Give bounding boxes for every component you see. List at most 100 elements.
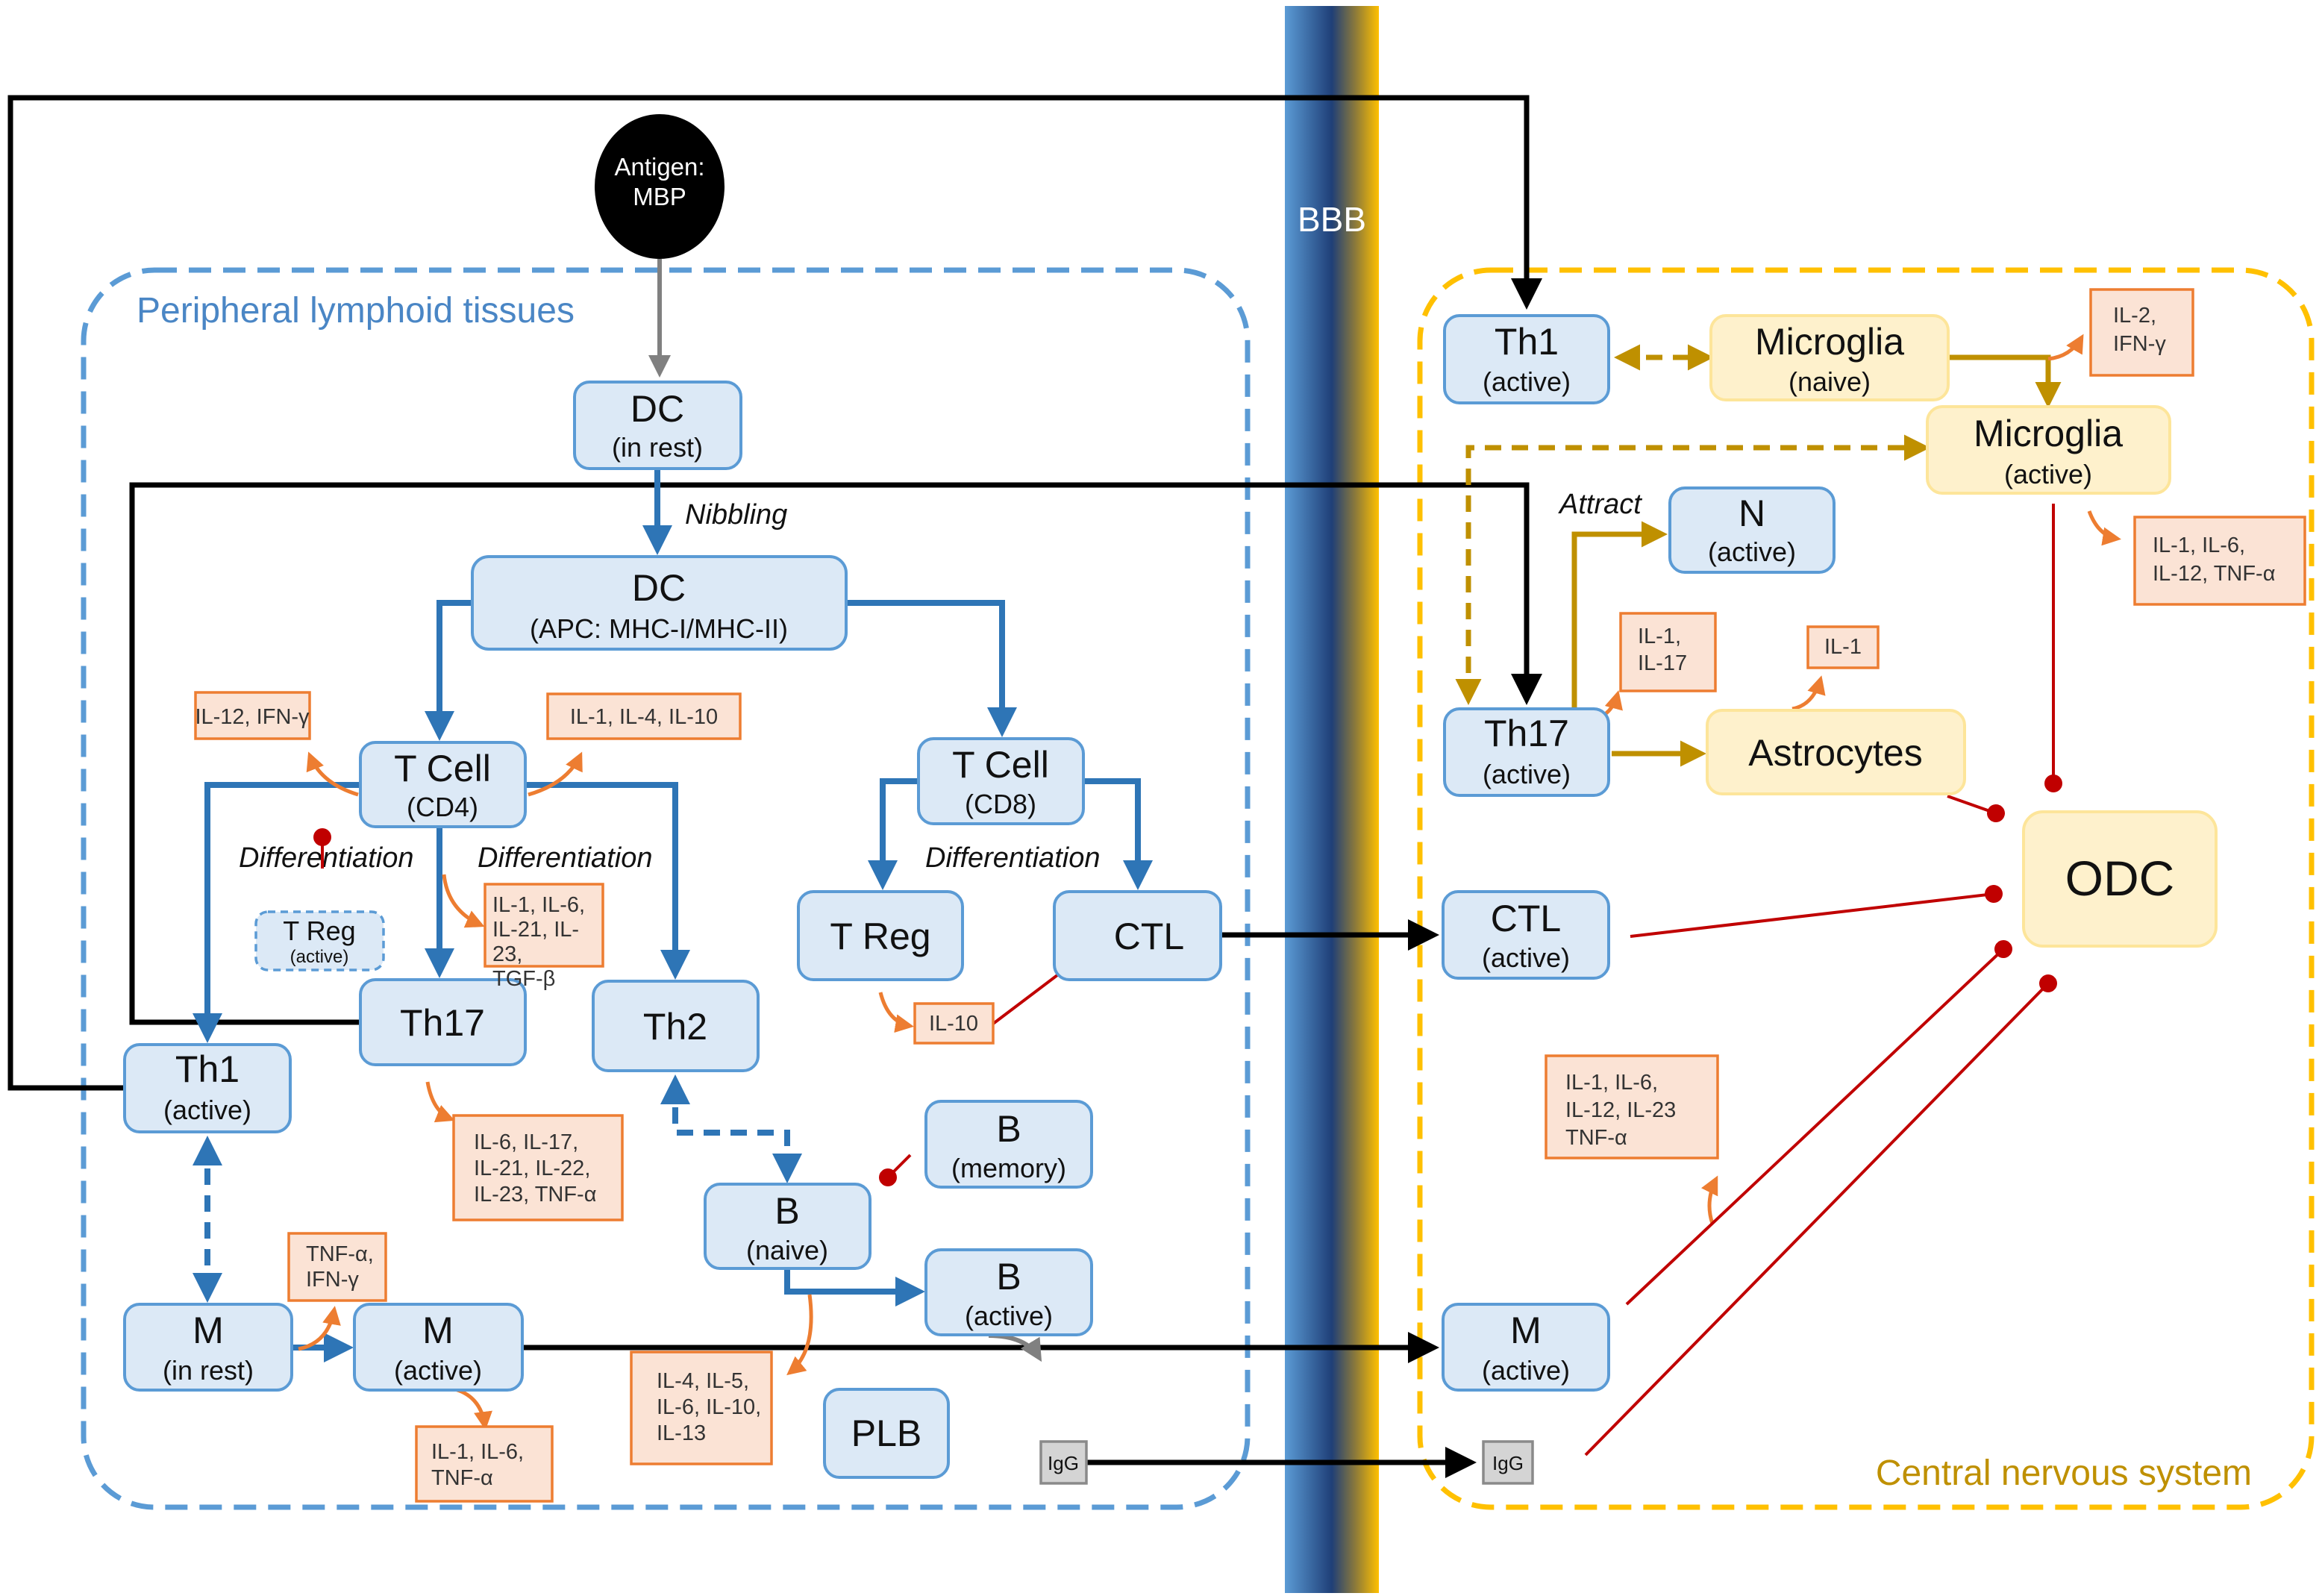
svg-text:M: M	[1510, 1309, 1542, 1351]
treg-release	[878, 992, 914, 1033]
microglia-active-release	[2087, 510, 2121, 546]
b-memory-inhibits-b-naive	[879, 1154, 912, 1186]
svg-text:IL-2,: IL-2,	[2113, 304, 2156, 328]
svg-text:(active): (active)	[1708, 536, 1796, 567]
cns-n-active[interactable]: N(active)	[1668, 486, 1836, 574]
svg-text:IL-1, IL-6,: IL-1, IL-6,	[1565, 1071, 1658, 1095]
svg-text:T Cell: T Cell	[394, 748, 491, 789]
b-active[interactable]: B(active)	[924, 1248, 1093, 1336]
svg-text:IL-21, IL-22,: IL-21, IL-22,	[474, 1157, 590, 1180]
bbb-label: BBB	[1298, 200, 1366, 239]
svg-text:(active): (active)	[2004, 459, 2092, 489]
m-rest-release	[298, 1306, 341, 1351]
dc-to-cd4-arrow	[425, 600, 472, 741]
b-naive[interactable]: B(naive)	[704, 1183, 871, 1270]
nibbling-label: Nibbling	[685, 499, 787, 531]
cns-ctl-active[interactable]: CTL(active)	[1442, 890, 1610, 980]
svg-text:IL-1, IL-6,: IL-1, IL-6,	[431, 1440, 524, 1464]
svg-text:IL-1, IL-6,: IL-1, IL-6,	[492, 893, 585, 917]
svg-text:(CD8): (CD8)	[965, 789, 1036, 819]
cns-th17-active[interactable]: Th17(active)	[1443, 707, 1610, 797]
svg-text:CTL: CTL	[1491, 898, 1561, 939]
cns-region	[1417, 267, 2315, 1510]
differentiation-label-left: Differentiation	[239, 842, 413, 874]
th1-to-cns-path	[7, 95, 1542, 1091]
astrocytes-release	[1791, 675, 1826, 711]
cns-microglia-active[interactable]: Microglia(active)	[1926, 405, 2171, 495]
t-reg-active-dashed[interactable]: T Reg(active)	[254, 910, 385, 971]
cns-igg[interactable]: IgG	[1482, 1440, 1534, 1485]
t-cell-cd4[interactable]: T Cell(CD4)	[359, 741, 527, 828]
b-memory[interactable]: B(memory)	[924, 1100, 1093, 1189]
svg-text:B: B	[996, 1256, 1021, 1298]
cytokines-microglia-active: IL-1, IL-6,IL-12, TNF-α	[2133, 516, 2306, 606]
svg-text:DC: DC	[630, 388, 684, 430]
cytokines-microglia-naive: IL-2,IFN-γ	[2089, 288, 2194, 377]
cns-odc[interactable]: ODC	[2022, 810, 2218, 948]
microglia-naive-release	[2047, 334, 2084, 361]
svg-text:IL-17: IL-17	[1638, 651, 1687, 675]
svg-text:(active): (active)	[965, 1301, 1053, 1331]
astrocytes-inhibit-odc	[1947, 795, 2005, 822]
th17-microglia-bidirectional	[1455, 434, 1930, 705]
dc-to-cd8-arrow	[846, 600, 1017, 737]
svg-text:T Cell: T Cell	[952, 744, 1049, 786]
ctl-cell[interactable]: CTL	[1053, 890, 1222, 981]
t-cell-cd8[interactable]: T Cell(CD8)	[917, 737, 1085, 825]
m-in-rest[interactable]: M(in rest)	[123, 1303, 293, 1392]
th17-diff-release	[442, 874, 485, 928]
svg-text:Astrocytes: Astrocytes	[1748, 732, 1922, 774]
svg-text:23,: 23,	[492, 942, 522, 966]
svg-text:IL-12, IFN-γ: IL-12, IFN-γ	[195, 705, 310, 729]
svg-text:IL-1: IL-1	[1824, 635, 1862, 659]
cytokines-cns-th17: IL-1, IL-17	[1619, 612, 1717, 692]
svg-text:(active): (active)	[1483, 366, 1571, 397]
svg-text:(naive): (naive)	[1789, 366, 1871, 397]
svg-text:IL-10: IL-10	[929, 1012, 978, 1036]
cns-m-release	[1700, 1175, 1718, 1224]
svg-text:IFN-γ: IFN-γ	[306, 1268, 359, 1292]
cytokines-cd4-right: IL-1, IL-4, IL-10	[546, 692, 742, 740]
svg-text:Microglia: Microglia	[1755, 321, 1904, 363]
t-reg-cd8[interactable]: T Reg	[797, 890, 964, 981]
svg-text:(CD4): (CD4)	[407, 792, 478, 822]
cd4-to-th2-arrow	[525, 782, 690, 980]
m-active[interactable]: M(active)	[353, 1303, 524, 1392]
svg-text:IL-1,: IL-1,	[1638, 625, 1681, 648]
svg-text:IL-12, IL-23: IL-12, IL-23	[1565, 1098, 1676, 1122]
cd8-to-treg-arrow	[868, 778, 919, 890]
plb-cell[interactable]: PLB	[823, 1388, 950, 1479]
th2-cell[interactable]: Th2	[592, 980, 760, 1072]
cytokines-b: IL-4, IL-5,IL-6, IL-10,IL-13	[630, 1351, 773, 1465]
peripheral-region-label: Peripheral lymphoid tissues	[137, 291, 575, 331]
th1-active[interactable]: Th1(active)	[123, 1043, 292, 1133]
svg-text:IgG: IgG	[1048, 1452, 1079, 1474]
igg-left[interactable]: IgG	[1039, 1440, 1088, 1485]
cytokines-m-active: IL-1, IL-6,TNF-α	[415, 1425, 554, 1503]
cns-microglia-naive[interactable]: Microglia(naive)	[1709, 314, 1950, 401]
svg-text:Th17: Th17	[1484, 713, 1569, 754]
m-active-release	[454, 1387, 492, 1430]
differentiation-label-mid: Differentiation	[478, 842, 652, 874]
svg-text:(in rest): (in rest)	[163, 1355, 254, 1386]
svg-text:IL-23, TNF-α: IL-23, TNF-α	[474, 1183, 596, 1207]
svg-text:Th1: Th1	[1495, 321, 1559, 363]
svg-text:ODC: ODC	[2065, 851, 2175, 906]
svg-text:(naive): (naive)	[746, 1235, 828, 1265]
dc-apc[interactable]: DC(APC: MHC-I/MHC-II)	[471, 555, 848, 651]
cns-m-active[interactable]: M(active)	[1442, 1303, 1610, 1392]
svg-text:Th1: Th1	[175, 1048, 240, 1090]
antigen-label: Antigen:	[614, 153, 704, 181]
peripheral-lymphoid-region	[81, 267, 1251, 1510]
svg-text:IL-6, IL-17,: IL-6, IL-17,	[474, 1130, 578, 1154]
cns-th1-active[interactable]: Th1(active)	[1443, 314, 1610, 404]
cns-astrocytes[interactable]: Astrocytes	[1706, 709, 1966, 795]
antigen-mbp[interactable]: Antigen: MBP	[595, 114, 725, 259]
svg-text:CTL: CTL	[1114, 916, 1184, 957]
svg-text:IL-1, IL-4, IL-10: IL-1, IL-4, IL-10	[570, 705, 718, 729]
dc-in-rest[interactable]: DC(in rest)	[573, 381, 742, 470]
th17-cell[interactable]: Th17	[359, 978, 527, 1066]
ctl-inhibits-odc	[1630, 885, 2003, 938]
cns-region-label: Central nervous system	[1876, 1453, 2252, 1493]
